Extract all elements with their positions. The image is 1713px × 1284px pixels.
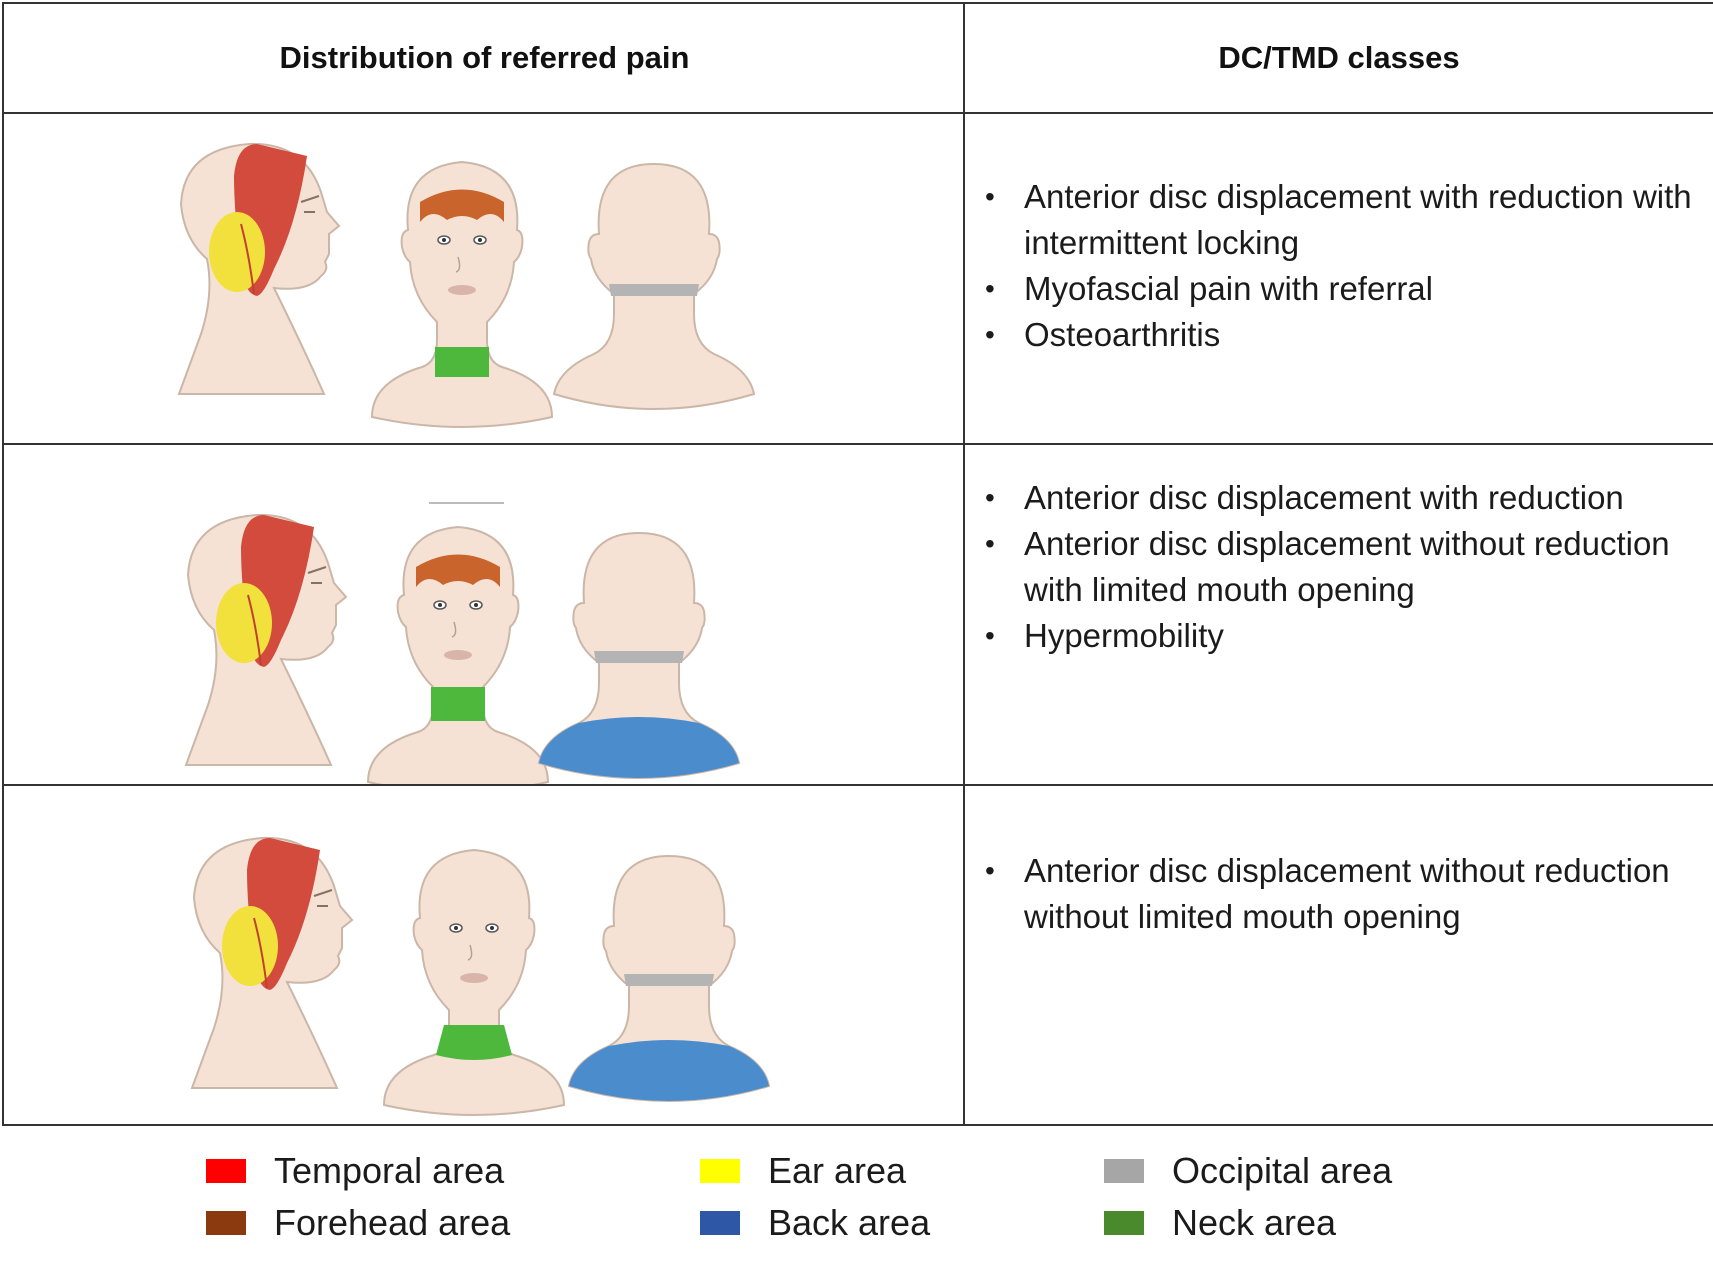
header-classes: DC/TMD classes — [1218, 40, 1460, 75]
pain-figures — [4, 114, 965, 443]
back-view-head — [538, 532, 740, 779]
front-view-head — [371, 161, 553, 428]
class-item: Myofascial pain with referral — [967, 266, 1703, 312]
table-row: Anterior disc displacement with reductio… — [4, 114, 1713, 443]
head-illustrations — [191, 836, 770, 1116]
forehead-swatch — [206, 1211, 246, 1235]
legend: Temporal area Forehead area Ear area Bac… — [0, 1136, 1713, 1284]
legend-label: Ear area — [768, 1150, 907, 1191]
class-item: Anterior disc displacement without reduc… — [967, 848, 1703, 940]
class-item: Osteoarthritis — [967, 312, 1703, 358]
side-view-head — [191, 836, 353, 1089]
legend-temporal: Temporal area — [206, 1150, 504, 1192]
class-item: Anterior disc displacement without reduc… — [967, 521, 1703, 613]
dc-tmd-classes: Anterior disc displacement without reduc… — [967, 786, 1713, 1126]
pain-table: Distribution of referred pain DC/TMD cla… — [2, 2, 1713, 1126]
legend-label: Forehead area — [274, 1202, 511, 1243]
back-view-head — [568, 855, 770, 1102]
ear-swatch — [700, 1159, 740, 1183]
back-view-head — [553, 163, 755, 410]
legend-label: Neck area — [1172, 1202, 1337, 1243]
legend-label: Occipital area — [1172, 1150, 1393, 1191]
table-row: Anterior disc displacement with reductio… — [4, 445, 1713, 784]
head-illustrations — [178, 142, 755, 428]
temporal-swatch — [206, 1159, 246, 1183]
table-row: Anterior disc displacement without reduc… — [4, 786, 1713, 1126]
back-swatch — [700, 1211, 740, 1235]
front-view-head — [367, 526, 549, 784]
legend-label: Temporal area — [274, 1150, 505, 1191]
front-view-head — [383, 849, 565, 1116]
legend-forehead: Forehead area — [206, 1202, 510, 1244]
neck-swatch — [1104, 1211, 1144, 1235]
legend-neck: Neck area — [1104, 1202, 1336, 1244]
pain-figures — [4, 445, 965, 784]
class-item: Anterior disc displacement with reductio… — [967, 475, 1703, 521]
side-view-head — [185, 513, 347, 766]
class-item: Anterior disc displacement with reductio… — [967, 174, 1703, 266]
header-divider — [4, 112, 1713, 114]
dc-tmd-classes: Anterior disc displacement with reductio… — [967, 445, 1713, 784]
class-item: Hypermobility — [967, 613, 1703, 659]
legend-ear: Ear area — [700, 1150, 906, 1192]
column-divider — [963, 4, 965, 1124]
occipital-swatch — [1104, 1159, 1144, 1183]
side-view-head — [178, 142, 340, 395]
legend-back: Back area — [700, 1202, 930, 1244]
legend-label: Back area — [768, 1202, 931, 1243]
row-divider — [4, 443, 1713, 445]
dc-tmd-classes: Anterior disc displacement with reductio… — [967, 114, 1713, 443]
legend-occipital: Occipital area — [1104, 1150, 1392, 1192]
row-divider — [4, 784, 1713, 786]
pain-figures — [4, 786, 965, 1126]
header-distribution: Distribution of referred pain — [279, 40, 690, 75]
head-illustrations — [185, 502, 740, 784]
